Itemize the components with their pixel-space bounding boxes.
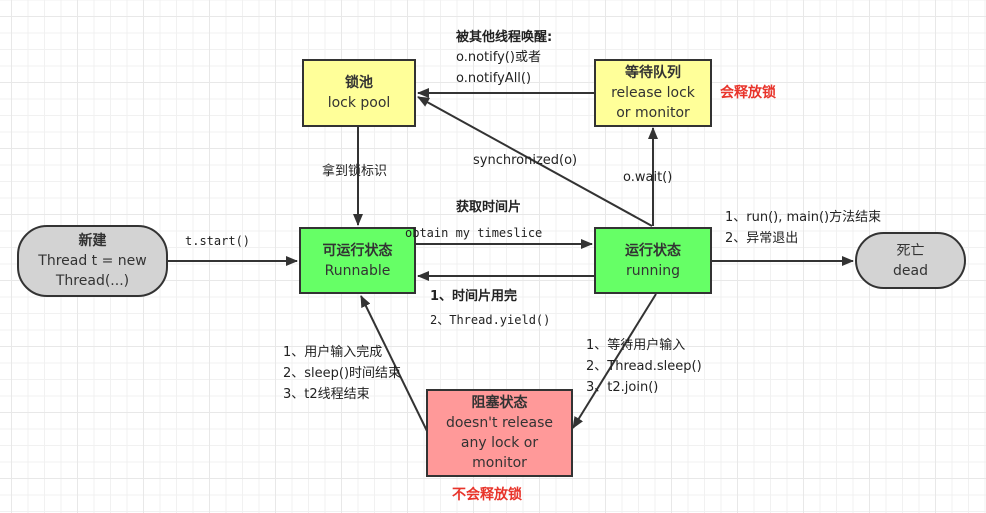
- edge-unblock: [360, 295, 428, 432]
- state-wait-queue-title: 等待队列: [625, 65, 681, 81]
- state-blocked: 阻塞状态 doesn't release any lock or monitor: [426, 389, 573, 477]
- state-new-line1: Thread t = new: [38, 253, 147, 269]
- annotation-no-release-lock: 不会释放锁: [452, 487, 522, 503]
- label-notify-title: 被其他线程唤醒:: [456, 30, 553, 45]
- state-lock-pool: 锁池 lock pool: [302, 59, 416, 127]
- label-timeslice-en: obtain my timeslice: [405, 226, 543, 240]
- state-blocked-line1: doesn't release: [445, 415, 554, 431]
- label-notify-2: o.notifyAll(): [456, 71, 532, 86]
- label-block-3: 3、t2.join(): [586, 380, 659, 395]
- label-end-1: 1、run(), main()方法结束: [725, 210, 882, 225]
- label-yield-1: 1、时间片用完: [430, 289, 518, 304]
- state-wait-queue-line1: release lock: [611, 85, 695, 101]
- label-wait: o.wait(): [623, 170, 673, 185]
- label-unblock-3: 3、t2线程结束: [283, 387, 370, 402]
- label-block-1: 1、等待用户输入: [586, 338, 686, 353]
- state-running: 运行状态 running: [594, 227, 712, 294]
- label-synchronized: synchronized(o): [473, 153, 578, 168]
- label-unblock-2: 2、sleep()时间结束: [283, 366, 402, 381]
- label-block-2: 2、Thread.sleep(): [586, 359, 702, 374]
- state-blocked-line2: any lock or: [460, 435, 539, 451]
- state-blocked-line3: monitor: [472, 455, 527, 471]
- state-lock-pool-title: 锁池: [345, 75, 373, 91]
- label-yield-2: 2、Thread.yield(): [430, 313, 551, 327]
- state-dead-title: 死亡: [896, 242, 925, 259]
- edge-synchronized: [417, 96, 653, 227]
- label-end-2: 2、异常退出: [725, 231, 799, 246]
- state-blocked-title: 阻塞状态: [471, 395, 528, 411]
- annotation-releases-lock: 会释放锁: [720, 85, 776, 101]
- state-dead-line1: dead: [893, 262, 928, 279]
- label-unblock-1: 1、用户输入完成: [283, 345, 383, 360]
- state-running-line1: running: [625, 262, 681, 279]
- state-lock-pool-line1: lock pool: [327, 95, 391, 111]
- state-wait-queue: 等待队列 release lock or monitor: [594, 59, 712, 127]
- state-runnable-title: 可运行状态: [322, 242, 393, 259]
- label-start: t.start(): [185, 234, 251, 248]
- state-new: 新建 Thread t = new Thread(...): [17, 225, 168, 297]
- label-timeslice-cn: 获取时间片: [456, 200, 522, 215]
- label-notify-1: o.notify()或者: [456, 50, 541, 65]
- label-get-lock: 拿到锁标识: [322, 164, 388, 179]
- state-dead: 死亡 dead: [855, 232, 966, 289]
- state-new-line2: Thread(...): [55, 273, 130, 289]
- edge-block: [572, 293, 657, 429]
- state-running-title: 运行状态: [625, 242, 681, 259]
- state-new-title: 新建: [78, 233, 107, 249]
- state-runnable-line1: Runnable: [324, 262, 391, 279]
- state-runnable: 可运行状态 Runnable: [299, 227, 416, 294]
- state-wait-queue-line2: or monitor: [616, 105, 690, 121]
